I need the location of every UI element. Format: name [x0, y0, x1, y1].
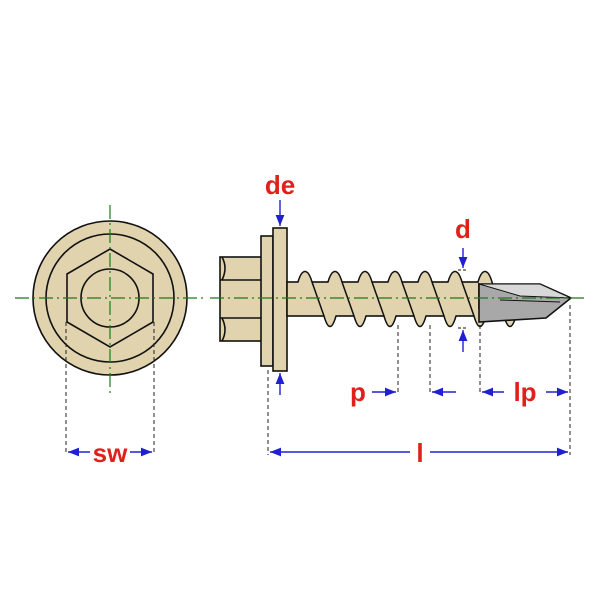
sw-label: sw	[93, 438, 128, 468]
thread-crest	[357, 270, 397, 328]
hex-head-outline	[66, 248, 154, 348]
thread-crest	[387, 270, 427, 328]
lp-label: lp	[513, 377, 536, 407]
thread-crest	[417, 270, 457, 328]
l-label: l	[416, 438, 423, 468]
front-view-icon	[32, 220, 188, 376]
washer-side-icon	[260, 227, 288, 372]
d-label: d	[455, 214, 471, 244]
thread-crest	[297, 270, 337, 328]
thread-crest	[447, 270, 487, 328]
hex-head-side-icon	[219, 256, 263, 342]
threaded-shank-icon	[286, 270, 517, 328]
thread-crest	[327, 270, 367, 328]
p-label: p	[350, 377, 366, 407]
drill-tip-icon	[478, 283, 573, 323]
de-label: de	[265, 170, 295, 200]
